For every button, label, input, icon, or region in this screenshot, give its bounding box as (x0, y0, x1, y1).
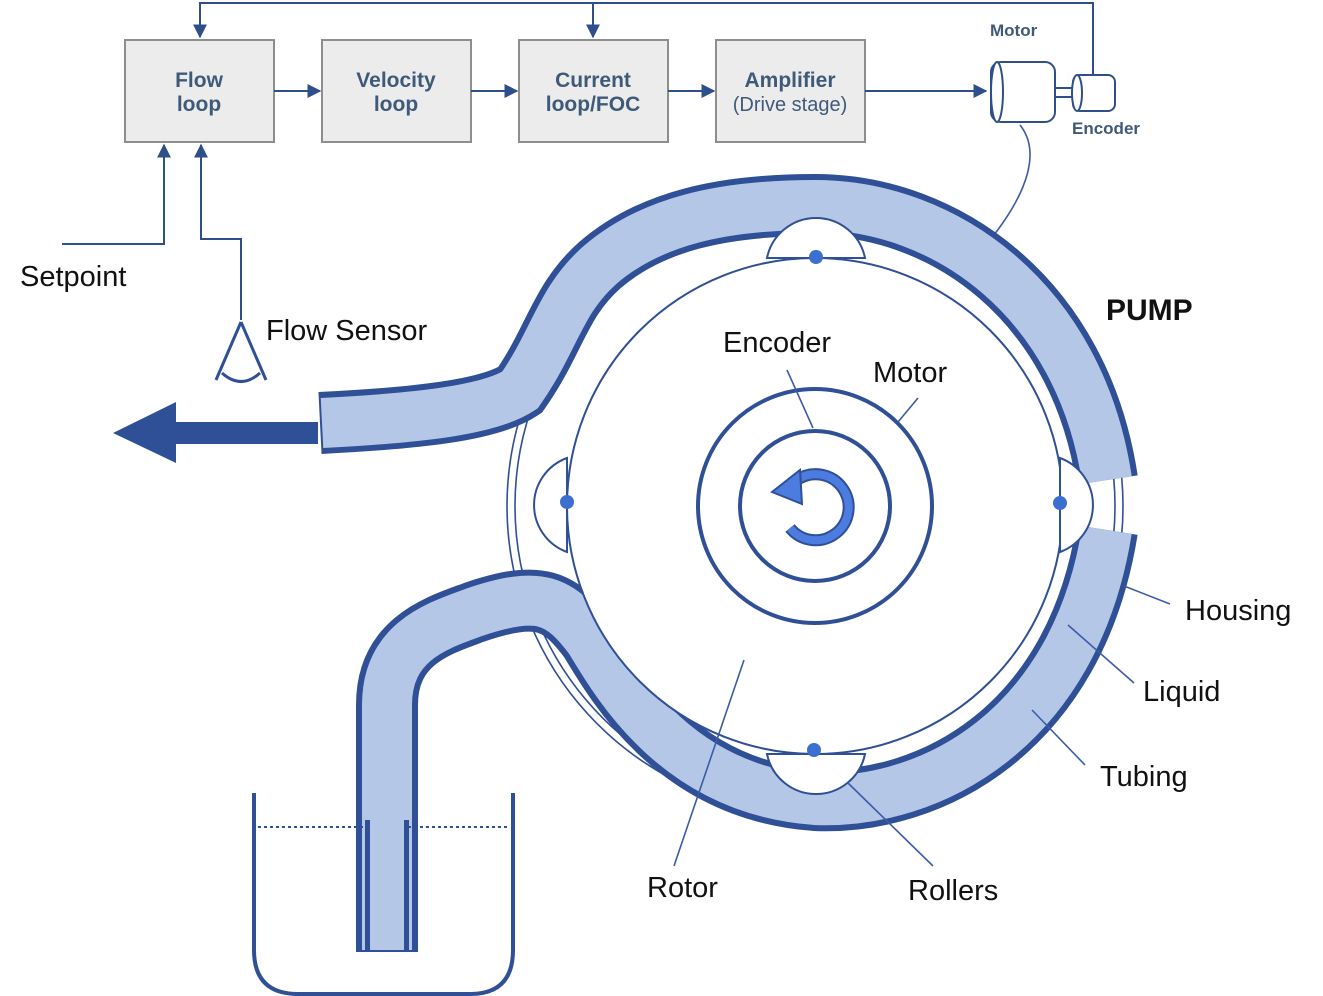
flow-sensor-icon (214, 321, 268, 383)
flow-loop-label-1: Flow (175, 69, 223, 92)
amplifier-label-1: Amplifier (744, 69, 835, 92)
amplifier-label-2: (Drive stage) (733, 94, 847, 116)
feedback-encoder-to-flow (193, 2, 1094, 75)
flow-sensor-line (194, 143, 242, 320)
flow-loop-label-2: loop (177, 93, 221, 116)
rollers-leader (847, 782, 934, 867)
reservoir-beaker (252, 793, 515, 996)
current-loop-label-1: Current (555, 69, 631, 92)
current-loop-block: Current loop/FOC (518, 39, 669, 143)
motor-small-label: Motor (990, 21, 1038, 40)
liquid-label: Liquid (1143, 676, 1220, 708)
inlet-tube (356, 524, 1138, 952)
flow-sensor-label: Flow Sensor (266, 315, 428, 347)
encoder-leader (786, 369, 814, 429)
flow-loop-block: Flow loop (124, 39, 275, 143)
pump (318, 173, 1171, 952)
setpoint-label: Setpoint (20, 261, 126, 293)
motor-label: Motor (873, 357, 947, 389)
encoder-small-label: Encoder (1072, 119, 1140, 138)
rollers-label: Rollers (908, 875, 998, 907)
velocity-loop-label-1: Velocity (356, 69, 436, 92)
roller-bottom (765, 753, 867, 796)
outlet-tube (318, 173, 1138, 485)
rotor-leader (673, 659, 745, 867)
setpoint-line (62, 143, 171, 245)
encoder-ring (738, 429, 892, 583)
encoder-label: Encoder (723, 327, 831, 359)
outflow-arrow (113, 402, 318, 463)
roller-left (533, 456, 568, 554)
motor-encoder-icon: Motor Encoder (850, 21, 1140, 383)
roller-top (765, 216, 867, 259)
amplifier-block: Amplifier (Drive stage) (715, 39, 866, 143)
housing-leader (1123, 585, 1171, 605)
liquid-leader (1067, 624, 1135, 684)
velocity-loop-label-2: loop (374, 93, 418, 116)
roller-right (1059, 456, 1094, 554)
rotor-label: Rotor (647, 872, 718, 904)
current-loop-label-2: loop/FOC (546, 93, 640, 116)
rollers (533, 216, 1094, 796)
velocity-loop-block: Velocity loop (321, 39, 472, 143)
rotation-icon (770, 468, 855, 547)
control-chain: Flow loop Velocity loop Current loop/FOC… (62, 2, 1094, 320)
housing-label: Housing (1185, 595, 1291, 627)
tubing-leader (1031, 709, 1086, 766)
tubing-label: Tubing (1100, 761, 1188, 793)
pump-label: PUMP (1106, 294, 1193, 327)
motor-leader (897, 397, 919, 423)
